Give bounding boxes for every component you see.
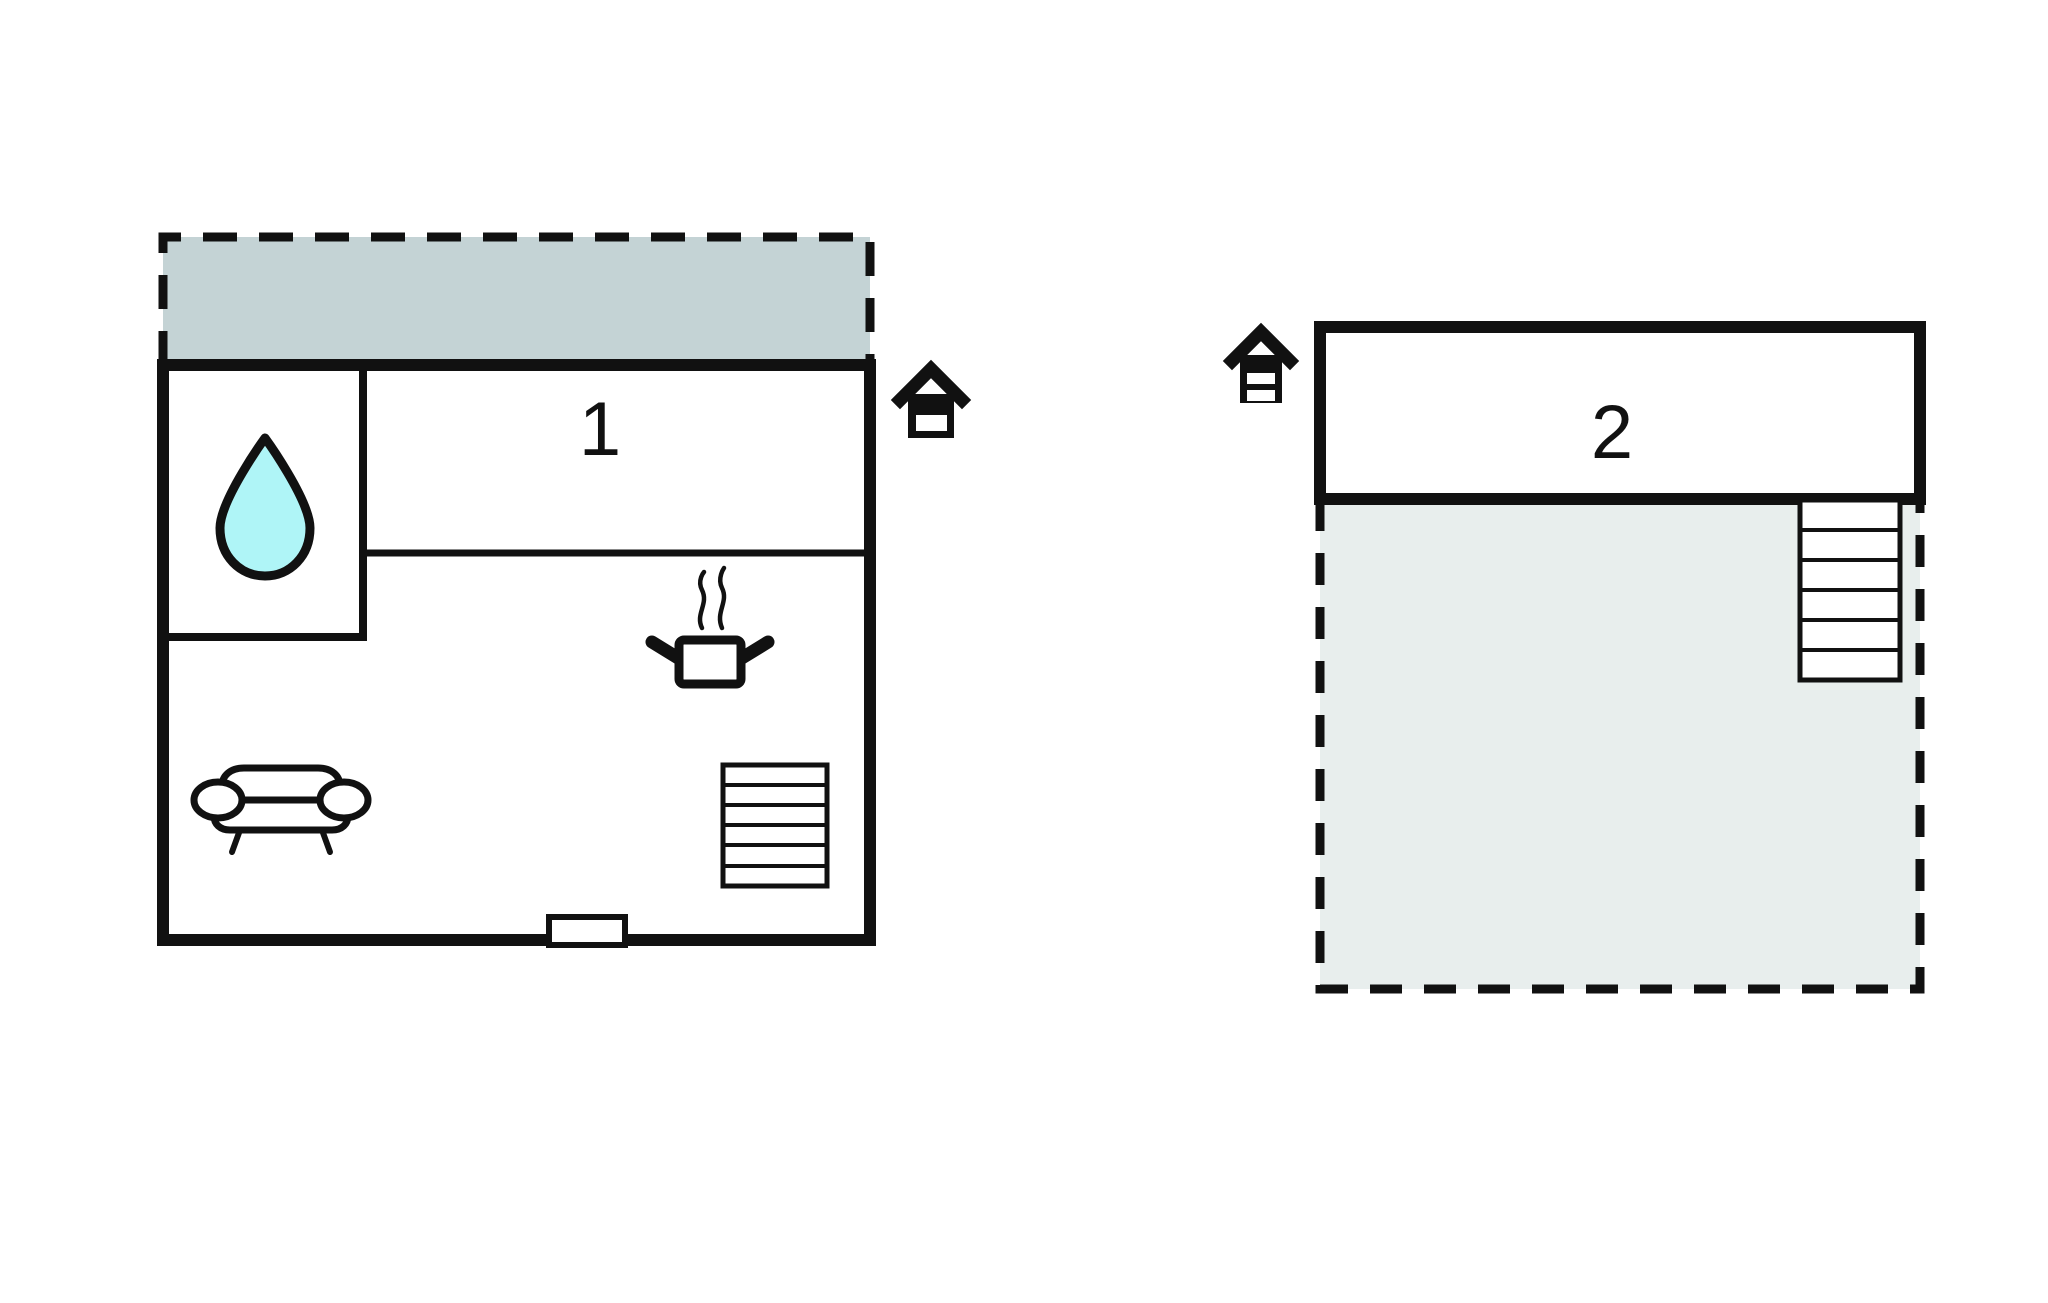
entrance-house-icon-level-1[interactable] [890,359,972,438]
level-2-number: 2 [1591,390,1633,475]
cooking-pot-icon [645,565,775,689]
entrance-house-icon-level-2[interactable] [1222,322,1300,403]
water-drop-icon [215,433,315,581]
level-1-number: 1 [579,387,621,472]
upper-terrace-area [163,237,870,365]
lower-garden-dashed-border [1315,499,1925,994]
sofa-icon [190,764,372,855]
upper-terrace-dashed-border [158,232,875,365]
entry-door-opening[interactable] [546,914,628,948]
level-2-group[interactable]: 2 [1222,321,1926,994]
stairs-icon [720,762,830,889]
stairs-icon [1797,497,1903,683]
level-1-group[interactable]: 1 [157,232,972,948]
level-2-outer-wall [1314,321,1926,505]
